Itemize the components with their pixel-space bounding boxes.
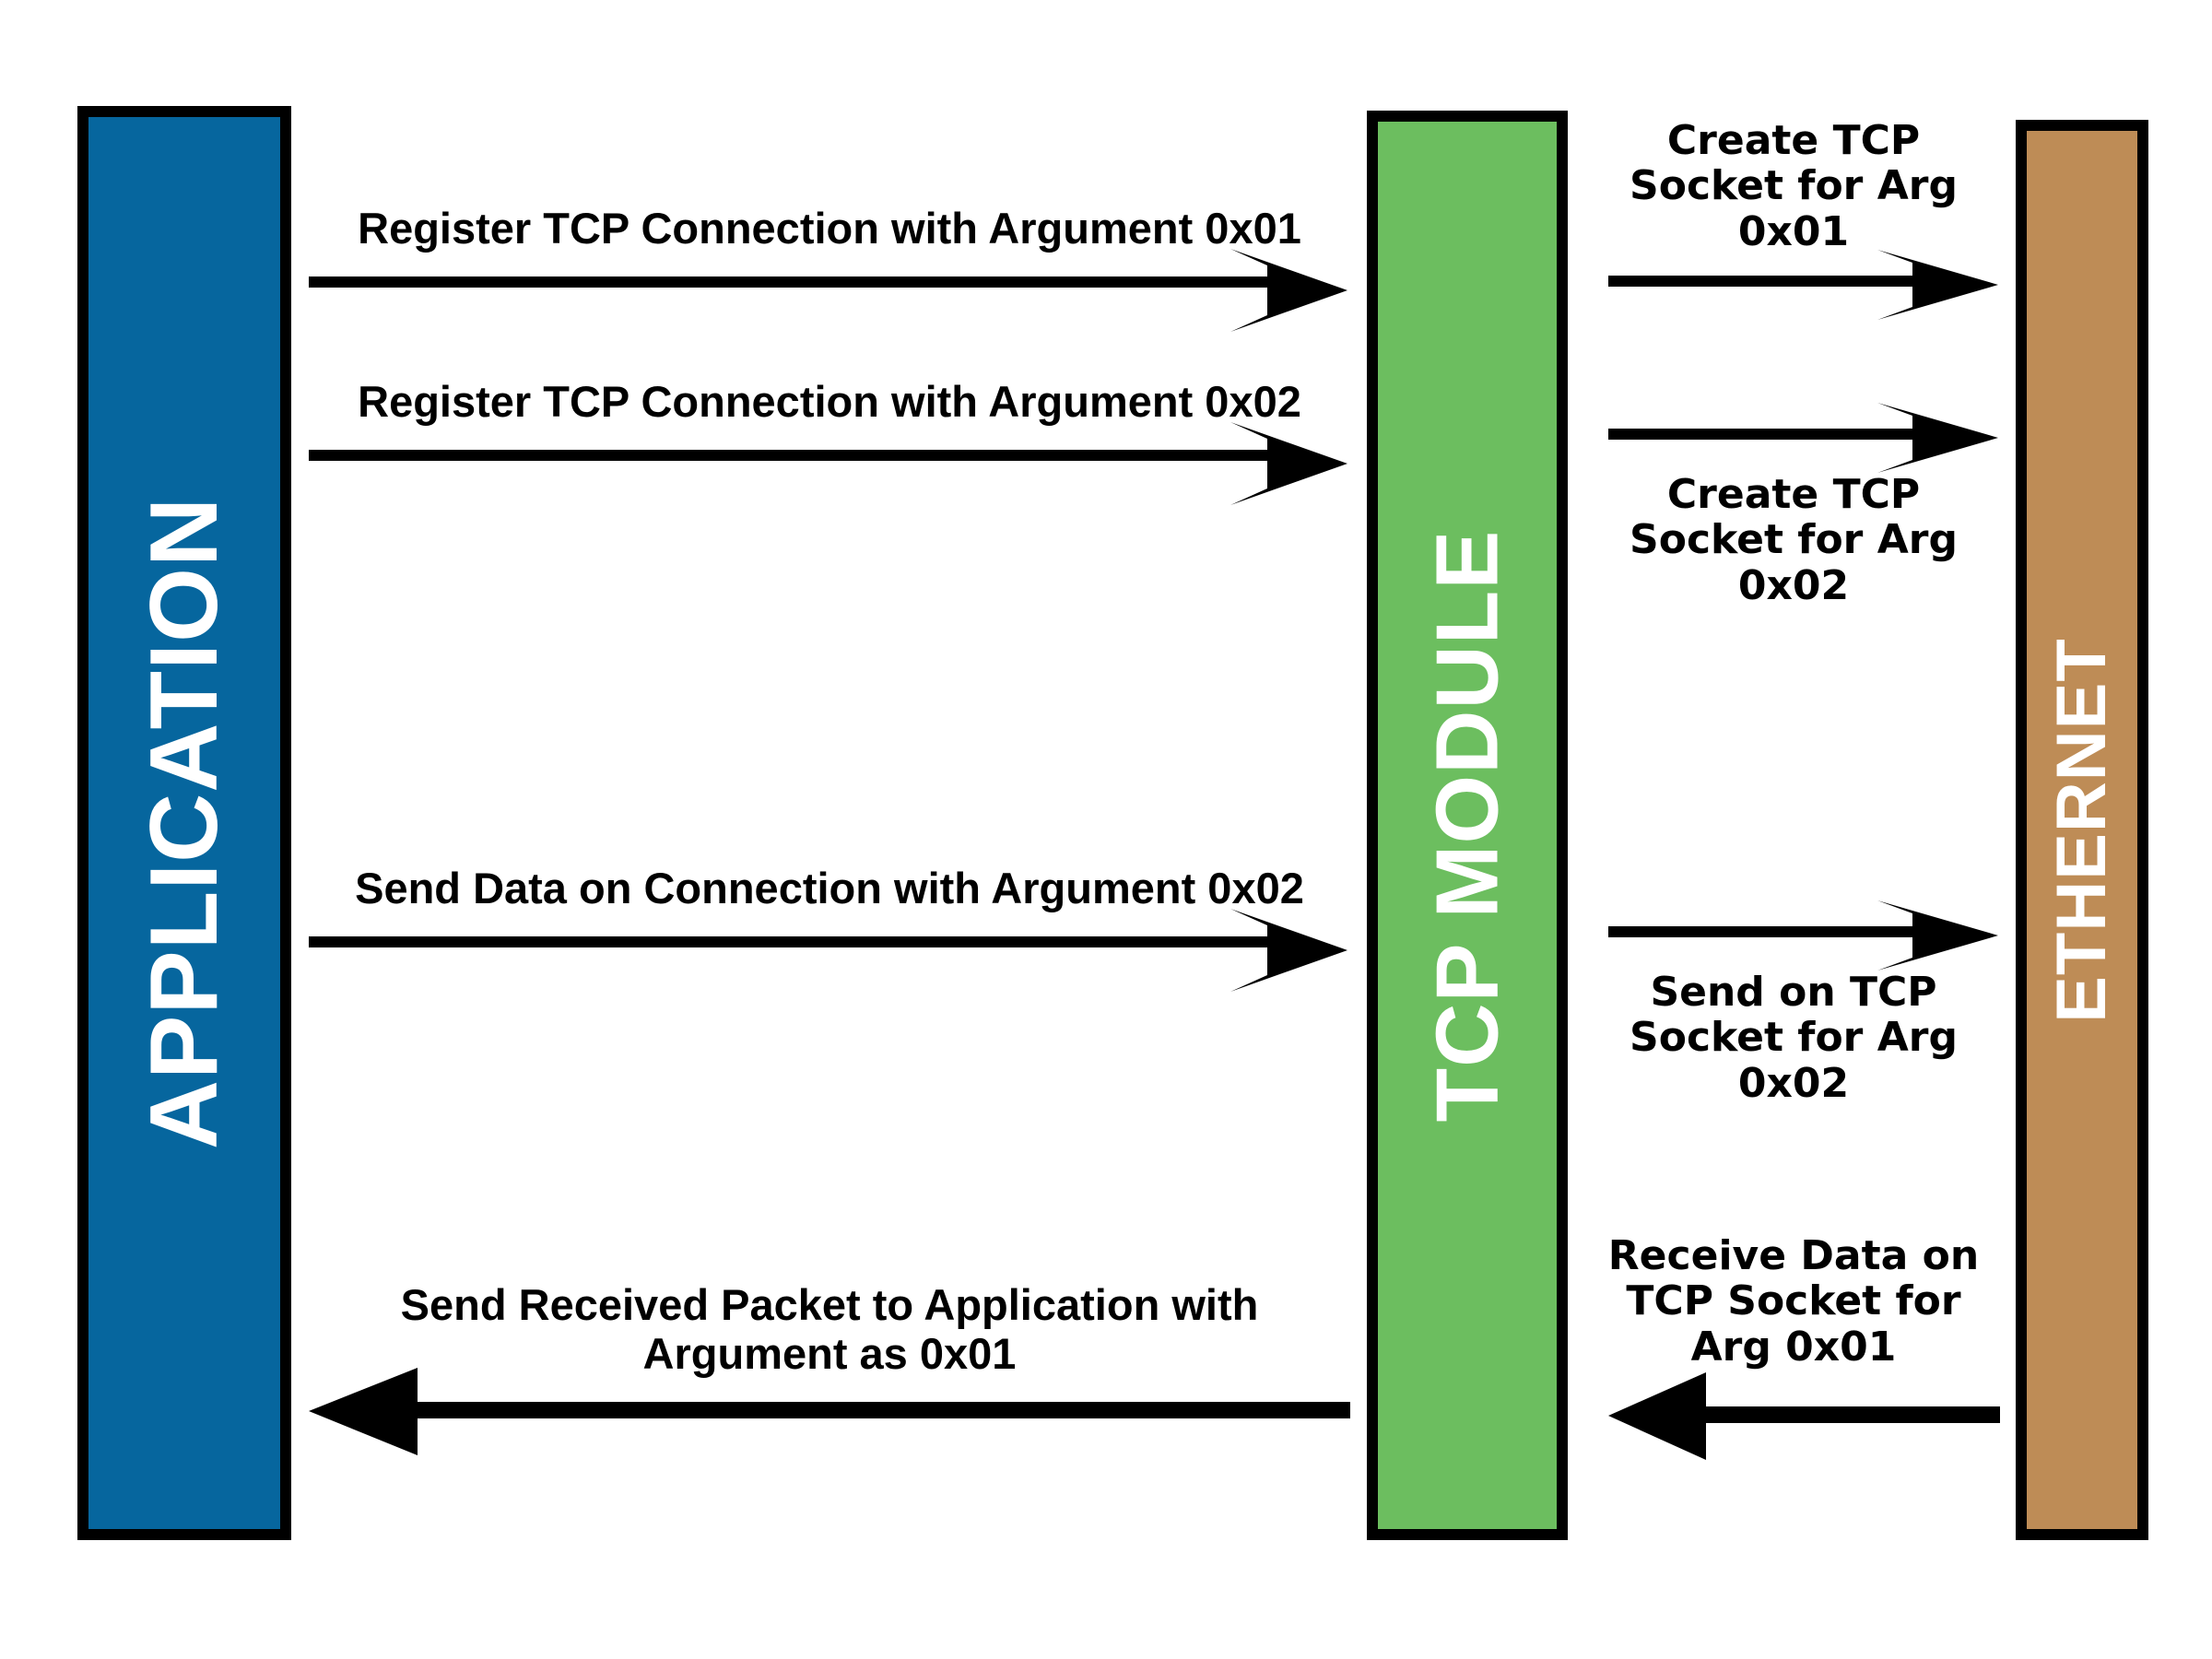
message-label-create-socket-0x01: Create TCP Socket for Arg 0x01 xyxy=(1630,117,1958,255)
lane-tcp-module-label: TCP MODULE xyxy=(1418,529,1516,1122)
arrow-right-register-0x02 xyxy=(309,422,1347,505)
lane-ethernet-label: ETHERNET xyxy=(2042,637,2122,1023)
message-label-send-data-0x02: Send Data on Connection with Argument 0x… xyxy=(355,864,1304,912)
arrow-right-register-0x01 xyxy=(309,249,1347,332)
arrow-right-create-socket-0x01 xyxy=(1608,250,1998,320)
arrow-left-receive-data-0x01 xyxy=(1608,1372,2000,1460)
message-label-send-socket-0x02: Send on TCP Socket for Arg 0x02 xyxy=(1630,969,1958,1107)
message-label-create-socket-0x02: Create TCP Socket for Arg 0x02 xyxy=(1630,471,1958,609)
arrow-right-create-socket-0x02 xyxy=(1608,403,1998,473)
message-label-receive-data-0x01: Receive Data on TCP Socket for Arg 0x01 xyxy=(1607,1232,1980,1371)
message-label-register-0x02: Register TCP Connection with Argument 0x… xyxy=(358,377,1301,426)
message-label-register-0x01: Register TCP Connection with Argument 0x… xyxy=(358,204,1301,253)
lane-application-label: APPLICATION xyxy=(131,496,238,1150)
lane-ethernet[interactable]: ETHERNET xyxy=(2016,120,2148,1540)
arrow-right-send-data-0x02 xyxy=(309,909,1347,992)
lane-application[interactable]: APPLICATION xyxy=(77,106,291,1540)
arrow-left-send-received-packet xyxy=(309,1368,1350,1455)
message-label-send-received-packet: Send Received Packet to Application with… xyxy=(400,1280,1259,1378)
arrow-right-send-socket-0x02 xyxy=(1608,900,1998,971)
lane-tcp-module[interactable]: TCP MODULE xyxy=(1367,111,1568,1540)
